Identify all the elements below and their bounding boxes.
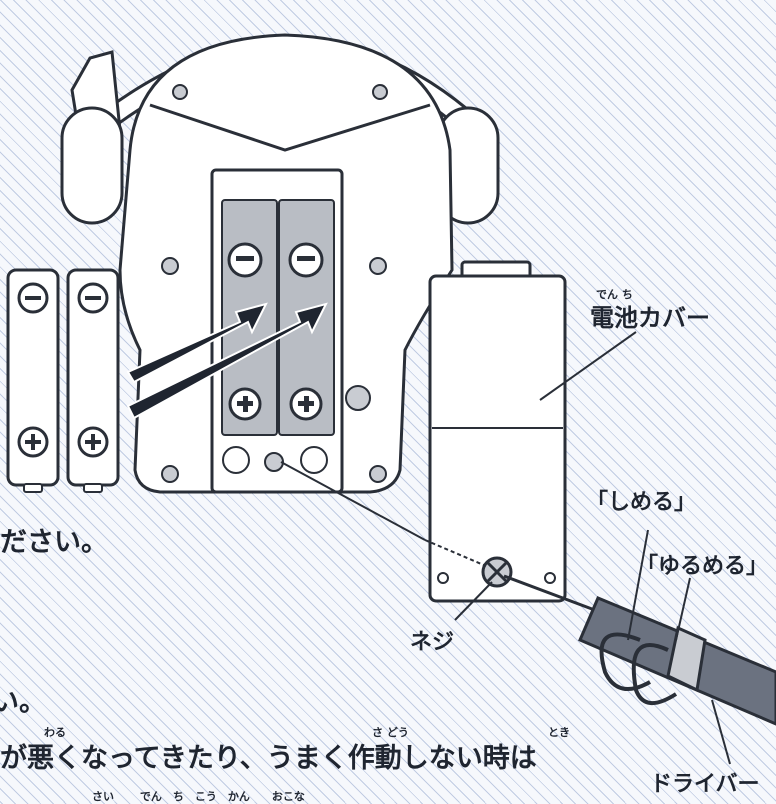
- body-screw: [161, 465, 179, 483]
- instruction-line-2: い。: [0, 687, 46, 718]
- body-screw: [161, 257, 179, 275]
- tighten-rotation-arrow: [599, 632, 651, 692]
- body-button: [345, 385, 371, 411]
- insert-arrow: [126, 302, 328, 420]
- battery-cover-ruby: でん ち: [596, 288, 633, 301]
- loosen-rotation-arrow: [631, 643, 678, 705]
- compartment-screw-hole: [264, 452, 284, 472]
- robot-left-ear: [60, 106, 124, 225]
- screwdriver-shaft: [503, 574, 601, 614]
- body-screw: [372, 84, 388, 100]
- instruction-line-3: が悪くなってきたり、うまく作動しない時は: [0, 743, 537, 774]
- insert-arrow: [126, 302, 268, 384]
- ruby-toki: とき: [548, 726, 570, 739]
- loosen-label: 「ゆるめる」: [636, 554, 769, 579]
- robot-brow: [149, 103, 431, 152]
- tighten-label: 「しめる」: [586, 490, 697, 515]
- battery-cover: [428, 274, 567, 603]
- instruction-line-1: ださい。: [0, 527, 108, 558]
- screw-label: ネジ: [410, 630, 455, 655]
- body-screw: [369, 465, 387, 483]
- screwdriver-label: ドライバー: [650, 772, 760, 797]
- instruction-line-4-ruby: さい でん ち こう かん おこな: [92, 790, 305, 803]
- battery-cover-label: 電池カバー: [590, 304, 710, 332]
- body-screw: [172, 84, 188, 100]
- body-screw: [369, 257, 387, 275]
- ruby-warui: わる: [44, 726, 66, 739]
- ruby-sadou: さ どう: [372, 726, 409, 739]
